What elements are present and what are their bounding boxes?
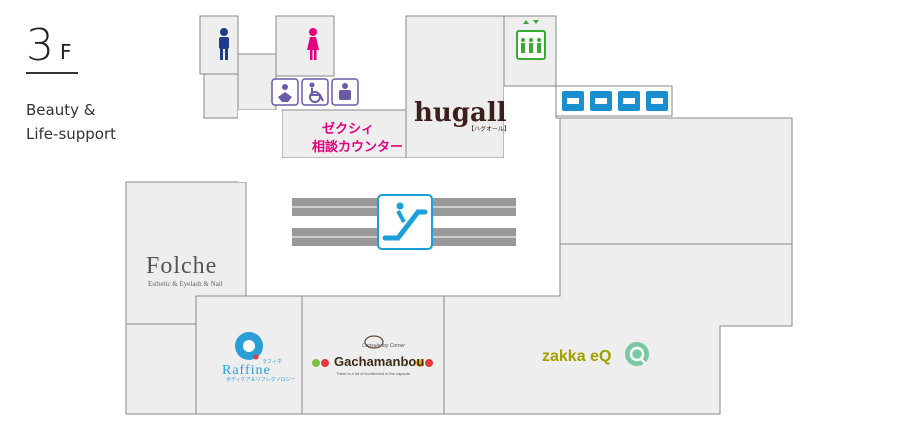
shop-name-gachamanbou[interactable]: Gachamanbou	[334, 354, 425, 369]
shop-name-zexy-line1[interactable]: ゼクシィ	[322, 121, 375, 136]
floor-number: 3	[26, 20, 54, 71]
coin-locker-icon[interactable]	[646, 91, 668, 111]
shop-kana-raffine: ラフィネ	[262, 359, 282, 365]
zakka-eq-logo-icon	[625, 342, 649, 366]
raffine-logo-icon	[235, 332, 263, 360]
coin-locker-group	[555, 85, 673, 117]
coin-locker-icon[interactable]	[562, 91, 584, 111]
shop-name-zexy-line2[interactable]: 相談カウンター	[312, 139, 404, 154]
gachamanbou-logo-icon	[312, 335, 433, 367]
shop-subtitle-hugall: 【ハグオール】	[468, 127, 511, 133]
corridor-north	[504, 86, 560, 158]
unit-gachamanbou[interactable]	[301, 295, 445, 415]
floor-description-line-2: Life-support	[26, 125, 117, 143]
multipurpose-room-icon[interactable]	[331, 78, 359, 106]
unit-zexy[interactable]	[281, 109, 407, 159]
shop-subtitle-folche: Esthetic & Eyelash & Nail	[148, 280, 223, 288]
baby-care-icon[interactable]	[271, 78, 299, 106]
shop-tagline-top-gachamanbou: Capsule toy Corner	[362, 343, 406, 349]
floor-suffix: F	[60, 40, 72, 64]
shop-name-folche[interactable]: Folche	[146, 253, 218, 279]
building-outline	[125, 15, 793, 415]
floor-description-line-1: Beauty &	[26, 101, 96, 119]
unit-service-mid	[237, 53, 277, 111]
womens-restroom-icon[interactable]	[307, 28, 319, 60]
shop-name-hugall[interactable]: hugall	[414, 98, 507, 128]
escalator-strips	[292, 198, 516, 246]
coin-locker-icon[interactable]	[618, 91, 640, 111]
unit-right-top[interactable]	[559, 117, 793, 245]
coin-locker-icon[interactable]	[590, 91, 612, 111]
elevator-icon[interactable]	[516, 20, 546, 60]
shop-tagline-gachamanbou: There is a lot of excitement in the caps…	[336, 371, 411, 376]
wheelchair-restroom-icon[interactable]	[301, 78, 329, 106]
corridor-west	[238, 110, 282, 182]
shop-subtitle-raffine: ボディケア＆リフレクソロジー	[226, 377, 296, 383]
unit-hugall[interactable]	[405, 15, 505, 159]
escalator-icon[interactable]	[377, 194, 433, 250]
unit-service-left	[203, 73, 239, 119]
unit-womens-restroom[interactable]	[275, 15, 335, 77]
mens-restroom-icon[interactable]	[219, 28, 229, 60]
floor-description: Beauty & Life-support	[26, 98, 116, 146]
shop-name-raffine[interactable]: Raffine	[222, 363, 271, 378]
shop-name-zakka-eq[interactable]: zakka eQ	[542, 348, 612, 365]
unit-left-small[interactable]	[125, 323, 197, 415]
floor-title-underline	[26, 72, 78, 74]
